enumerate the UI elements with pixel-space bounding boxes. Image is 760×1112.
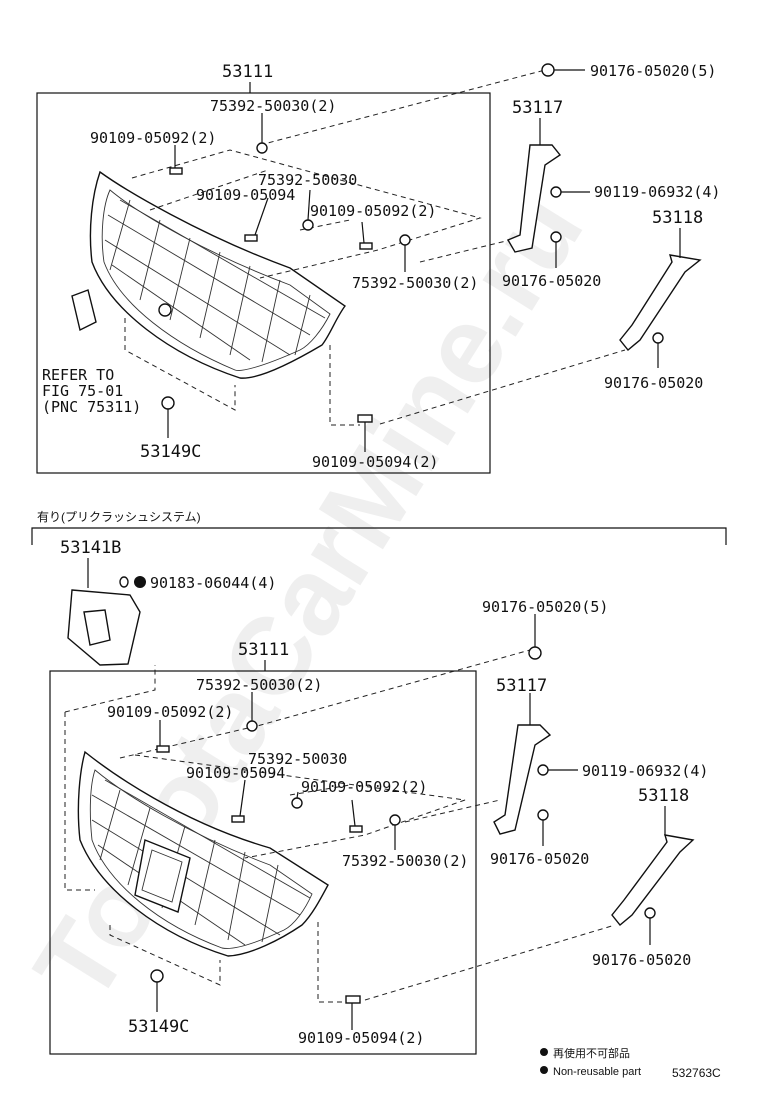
bottom-label-bracket-l[interactable]: 53117: [496, 676, 547, 696]
bottom-label-screw-bottom[interactable]: 90109-05094(2): [298, 1029, 424, 1047]
bottom-cover-pnc[interactable]: 53141B: [60, 538, 121, 558]
bottom-bracket-53117: [493, 724, 552, 835]
bottom-label-nut-mid[interactable]: 90176-05020: [490, 850, 589, 868]
bottom-grille-pnc[interactable]: 53111: [238, 640, 289, 660]
bottom-label-screw-c[interactable]: 90109-05092(2): [301, 778, 427, 796]
bottom-frame: [49, 670, 477, 1055]
bottom-cover-emblem: [83, 609, 111, 646]
bottom-label-emblem-clip[interactable]: 53149C: [128, 1017, 189, 1037]
top-frame: [36, 92, 491, 474]
legend-jp: 再使用不可部品: [553, 1046, 630, 1060]
top-label-bolt[interactable]: 90119-06932(4): [594, 183, 720, 201]
section-note: 有り(プリクラッシュシステム): [37, 510, 201, 524]
top-label-screw-c[interactable]: 90109-05092(2): [310, 202, 436, 220]
bottom-label-screw-a[interactable]: 90109-05092(2): [107, 703, 233, 721]
top-label-clip-a[interactable]: 75392-50030(2): [210, 97, 336, 115]
bottom-bracket-53118: [611, 834, 695, 926]
bottom-label-cover-screw[interactable]: 90183-06044(4): [150, 574, 276, 592]
bottom-label-clip-b[interactable]: 75392-50030: [248, 750, 347, 768]
top-label-screw-a[interactable]: 90109-05092(2): [90, 129, 216, 147]
non-reusable-marker: [134, 576, 146, 588]
top-refer-line1: REFER TO: [42, 366, 114, 384]
bottom-label-bracket-r[interactable]: 53118: [638, 786, 689, 806]
top-grille-pnc[interactable]: 53111: [222, 62, 273, 82]
top-label-emblem-clip[interactable]: 53149C: [140, 442, 201, 462]
bottom-label-clip-a[interactable]: 75392-50030(2): [196, 676, 322, 694]
top-bracket-53118: [619, 254, 702, 351]
top-fasteners: [161, 63, 664, 423]
top-label-clip-b[interactable]: 75392-50030: [258, 171, 357, 189]
legend-dot-en: [540, 1066, 548, 1074]
top-label-nut-top[interactable]: 90176-05020(5): [590, 62, 716, 80]
top-label-nut-low[interactable]: 90176-05020: [604, 374, 703, 392]
bottom-label-screw-b[interactable]: 90109-05094: [186, 764, 285, 782]
top-label-clip-c[interactable]: 75392-50030(2): [352, 274, 478, 292]
figure-code: 532763C: [672, 1066, 721, 1080]
top-emblem-part: [71, 289, 97, 332]
legend-en: Non-reusable part: [553, 1066, 641, 1078]
top-bracket-53117: [506, 144, 562, 253]
top-label-screw-b[interactable]: 90109-05094: [196, 186, 295, 204]
legend-dot-jp: [540, 1048, 548, 1056]
bottom-label-clip-c[interactable]: 75392-50030(2): [342, 852, 468, 870]
bottom-grille-part: [77, 750, 329, 957]
top-label-bracket-l[interactable]: 53117: [512, 98, 563, 118]
bottom-fasteners: [150, 646, 656, 1004]
bottom-label-nut-top[interactable]: 90176-05020(5): [482, 598, 608, 616]
top-label-screw-bottom[interactable]: 90109-05094(2): [312, 453, 438, 471]
top-refer-line3: (PNC 75311): [42, 398, 141, 416]
bottom-label-bolt[interactable]: 90119-06932(4): [582, 762, 708, 780]
top-label-nut-mid[interactable]: 90176-05020: [502, 272, 601, 290]
top-label-bracket-r[interactable]: 53118: [652, 208, 703, 228]
section-bracket-line: [31, 527, 727, 545]
bottom-label-nut-low[interactable]: 90176-05020: [592, 951, 691, 969]
top-grille-part: [89, 170, 346, 379]
top-refer-line2: FIG 75-01: [42, 382, 123, 400]
